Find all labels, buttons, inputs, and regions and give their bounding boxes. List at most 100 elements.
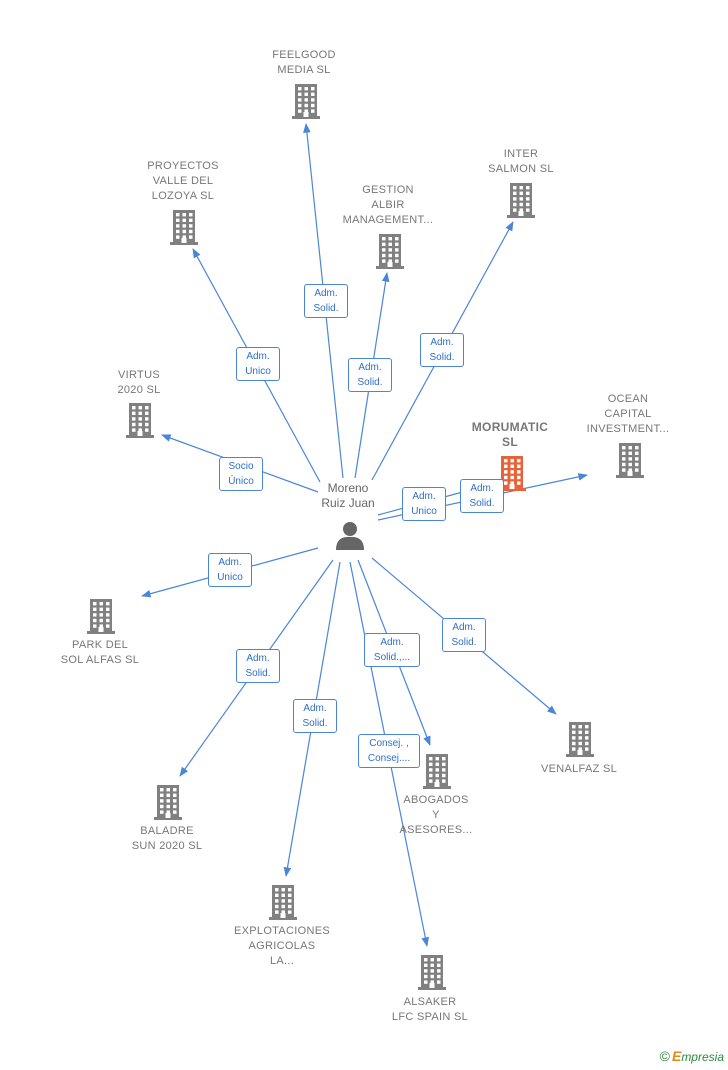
edge-label-line: Unico bbox=[245, 366, 271, 377]
company-label-line: ALSAKER bbox=[403, 996, 457, 1008]
company-label-line: MANAGEMENT... bbox=[342, 214, 434, 226]
company-label-line: PARK DEL bbox=[72, 639, 128, 651]
edge-label-line: Adm. bbox=[412, 491, 436, 502]
edge-label-abogados[interactable]: Adm. Solid.,... bbox=[364, 633, 420, 667]
company-label-line: ABOGADOS bbox=[403, 794, 469, 806]
edge-label-line: Consej. , bbox=[369, 738, 409, 749]
person-icon[interactable] bbox=[336, 522, 364, 550]
edge-label-explotaciones[interactable]: Adm. Solid. bbox=[293, 699, 337, 733]
brand-name: mpresia bbox=[681, 1050, 724, 1064]
edge-label-baladre[interactable]: Adm. Solid. bbox=[236, 649, 280, 683]
company-label-line: BALADRE bbox=[140, 825, 194, 837]
company-label-line: VIRTUS bbox=[118, 369, 160, 381]
edge-label-line: Solid. bbox=[357, 377, 383, 388]
edge-label-feelgood[interactable]: Adm. Solid. bbox=[304, 284, 348, 318]
edge-label-line: Solid. bbox=[302, 718, 328, 729]
building-icon-proyectos[interactable] bbox=[170, 210, 198, 245]
edge-label-line: Único bbox=[228, 476, 254, 487]
company-label-line: PROYECTOS bbox=[147, 160, 219, 172]
company-label-venalfaz[interactable]: VENALFAZ SL bbox=[504, 762, 654, 777]
company-label-line: EXPLOTACIONES bbox=[234, 925, 330, 937]
company-label-ocean[interactable]: OCEAN CAPITAL INVESTMENT... bbox=[553, 392, 703, 437]
company-label-line: SUN 2020 SL bbox=[131, 840, 203, 852]
company-label-line: VALLE DEL bbox=[152, 175, 214, 187]
company-label-line: GESTION bbox=[362, 184, 414, 196]
company-label-line: MORUMATIC bbox=[471, 420, 549, 434]
edge-label-park[interactable]: Adm. Unico bbox=[208, 553, 252, 587]
building-icon-feelgood[interactable] bbox=[292, 84, 320, 119]
company-label-line: LA... bbox=[269, 955, 295, 967]
building-icon-gestion[interactable] bbox=[376, 234, 404, 269]
company-label-inter[interactable]: INTER SALMON SL bbox=[446, 147, 596, 177]
edge-label-inter[interactable]: Adm. Solid. bbox=[420, 333, 464, 367]
edge-label-line: Adm. bbox=[218, 557, 242, 568]
edge-label-line: Adm. bbox=[358, 362, 382, 373]
brand-initial: E bbox=[671, 1048, 682, 1064]
edge-label-line: Adm. bbox=[314, 288, 338, 299]
company-label-line: LFC SPAIN SL bbox=[391, 1011, 469, 1023]
building-icon-ocean[interactable] bbox=[616, 443, 644, 478]
edge-label-line: Solid. bbox=[245, 668, 271, 679]
building-icon-morumatic[interactable] bbox=[498, 456, 526, 491]
building-icon-venalfaz[interactable] bbox=[566, 722, 594, 757]
edge-label-morumatic[interactable]: Adm. Unico bbox=[402, 487, 446, 521]
edge-label-line: Consej.... bbox=[367, 753, 411, 764]
edge-label-line: Solid. bbox=[429, 352, 455, 363]
building-icon-alsaker[interactable] bbox=[418, 955, 446, 990]
edge-label-venalfaz[interactable]: Adm.Solid. bbox=[442, 618, 486, 652]
edge-label-proyectos[interactable]: Adm.Unico bbox=[236, 347, 280, 381]
company-label-line: ALBIR bbox=[371, 199, 405, 211]
company-label-line: SL bbox=[502, 435, 518, 449]
edge-label-alsaker[interactable]: Consej. , Consej.... bbox=[358, 734, 420, 768]
edge-label-line: Solid.,... bbox=[373, 652, 411, 663]
edge-label-line: Adm. bbox=[470, 483, 494, 494]
company-label-line: AGRICOLAS bbox=[248, 940, 316, 952]
copyright-symbol: © bbox=[659, 1048, 670, 1064]
company-label-line: MEDIA SL bbox=[277, 64, 331, 76]
edge-label-line: Unico bbox=[411, 506, 437, 517]
company-label-line: OCEAN bbox=[607, 393, 649, 405]
building-icon-inter[interactable] bbox=[507, 183, 535, 218]
building-icon-abogados[interactable] bbox=[423, 754, 451, 789]
company-label-line: Y bbox=[432, 809, 440, 821]
company-label-line: SOL ALFAS SL bbox=[60, 654, 140, 666]
building-icon-park[interactable] bbox=[87, 599, 115, 634]
edge-label-ocean[interactable]: Adm. Solid. bbox=[460, 479, 504, 513]
edge-label-line: Adm. bbox=[380, 637, 404, 648]
building-icon-baladre[interactable] bbox=[154, 785, 182, 820]
edge-label-line: Solid. bbox=[469, 498, 495, 509]
company-label-line: VENALFAZ SL bbox=[540, 763, 618, 775]
empresia-logo[interactable]: ©Empresia bbox=[660, 1048, 724, 1064]
company-label-abogados[interactable]: ABOGADOS Y ASESORES... bbox=[361, 793, 511, 838]
person-label-line: Moreno bbox=[327, 481, 369, 495]
edge-label-line: Socio bbox=[228, 461, 254, 472]
company-label-line: LOZOYA SL bbox=[151, 190, 215, 202]
company-label-gestion[interactable]: GESTION ALBIR MANAGEMENT... bbox=[313, 183, 463, 228]
company-label-explotaciones[interactable]: EXPLOTACIONES AGRICOLAS LA... bbox=[207, 924, 357, 969]
edge-label-line: Adm. bbox=[246, 653, 270, 664]
company-label-feelgood[interactable]: FEELGOOD MEDIA SL bbox=[229, 48, 379, 78]
edge-label-gestion[interactable]: Adm. Solid. bbox=[348, 358, 392, 392]
edge-label-line: Adm. bbox=[303, 703, 327, 714]
company-label-line: ASESORES... bbox=[399, 824, 473, 836]
company-label-line: FEELGOOD bbox=[272, 49, 336, 61]
company-label-park[interactable]: PARK DEL SOL ALFAS SL bbox=[25, 638, 175, 668]
company-label-line: INVESTMENT... bbox=[586, 423, 670, 435]
edge-label-line: Adm. bbox=[430, 337, 454, 348]
company-label-line: CAPITAL bbox=[604, 408, 652, 420]
company-label-proyectos[interactable]: PROYECTOS VALLE DEL LOZOYA SL bbox=[108, 159, 258, 204]
edge-label-line: Unico bbox=[217, 572, 243, 583]
building-icon-explotaciones[interactable] bbox=[269, 885, 297, 920]
person-label-line: Ruiz Juan bbox=[321, 496, 375, 510]
company-label-alsaker[interactable]: ALSAKER LFC SPAIN SL bbox=[355, 995, 505, 1025]
edge-label-line: Solid. bbox=[313, 303, 339, 314]
building-icon-virtus[interactable] bbox=[126, 403, 154, 438]
company-label-line: SALMON SL bbox=[488, 163, 554, 175]
company-label-line: INTER bbox=[503, 148, 539, 160]
company-label-baladre[interactable]: BALADRE SUN 2020 SL bbox=[92, 824, 242, 854]
edge-label-line: Solid. bbox=[451, 637, 477, 648]
